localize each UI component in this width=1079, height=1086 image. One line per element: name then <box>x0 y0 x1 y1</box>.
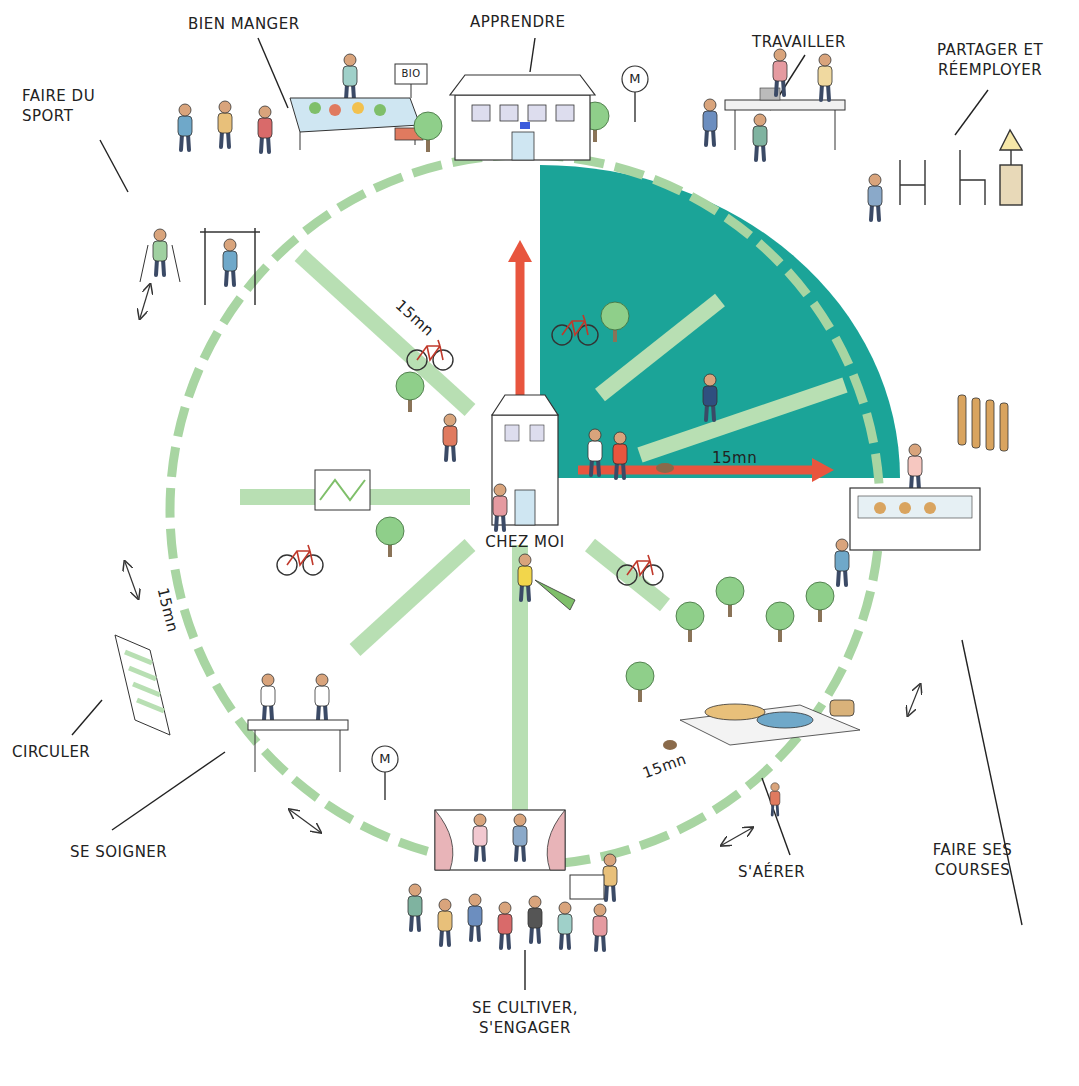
activity-label: S'AÉRER <box>738 862 805 882</box>
crosswalk <box>115 635 170 735</box>
metro-letter: M <box>623 70 647 88</box>
activity-label: TRAVAILLER <box>752 32 846 52</box>
activity-label: FAIRE DU SPORT <box>22 86 122 127</box>
dashed-ring <box>170 155 880 865</box>
distance-label: 15mn <box>152 586 183 635</box>
metro-letter: M <box>373 750 397 768</box>
activity-label: BIEN MANGER <box>188 14 300 34</box>
repair-scene <box>868 130 1022 220</box>
activity-label: PARTAGER ET RÉEMPLOYER <box>920 40 1060 81</box>
activity-label: FAIRE SES COURSES <box>915 840 1030 881</box>
double-arrows <box>125 285 920 845</box>
home-scene <box>277 302 717 610</box>
park-scene <box>626 577 860 815</box>
activity-label: SE SOIGNER <box>70 842 167 862</box>
clinic-scene <box>248 674 348 772</box>
bakery-scene <box>835 395 1008 585</box>
leader-lines <box>72 38 1022 990</box>
distance-label: 15mn <box>391 295 438 340</box>
distance-label: 15mn <box>712 448 757 468</box>
street-spokes <box>240 255 845 835</box>
activity-label: APPRENDRE <box>470 12 565 32</box>
home-label: CHEZ MOI <box>470 532 580 552</box>
school-scene <box>414 75 609 160</box>
sport-scene <box>140 228 260 305</box>
coworking-scene <box>703 49 845 160</box>
teal-quarter <box>540 165 900 478</box>
activity-label: SE CULTIVER, S'ENGAGER <box>445 998 605 1039</box>
metro-sign <box>372 746 398 800</box>
distance-label: 15mn <box>640 749 689 783</box>
activity-label: CIRCULER <box>12 742 90 762</box>
culture-scene <box>408 810 617 950</box>
sign-text: BIO <box>395 67 427 81</box>
market-scene <box>178 54 427 152</box>
metro-sign <box>622 66 648 122</box>
